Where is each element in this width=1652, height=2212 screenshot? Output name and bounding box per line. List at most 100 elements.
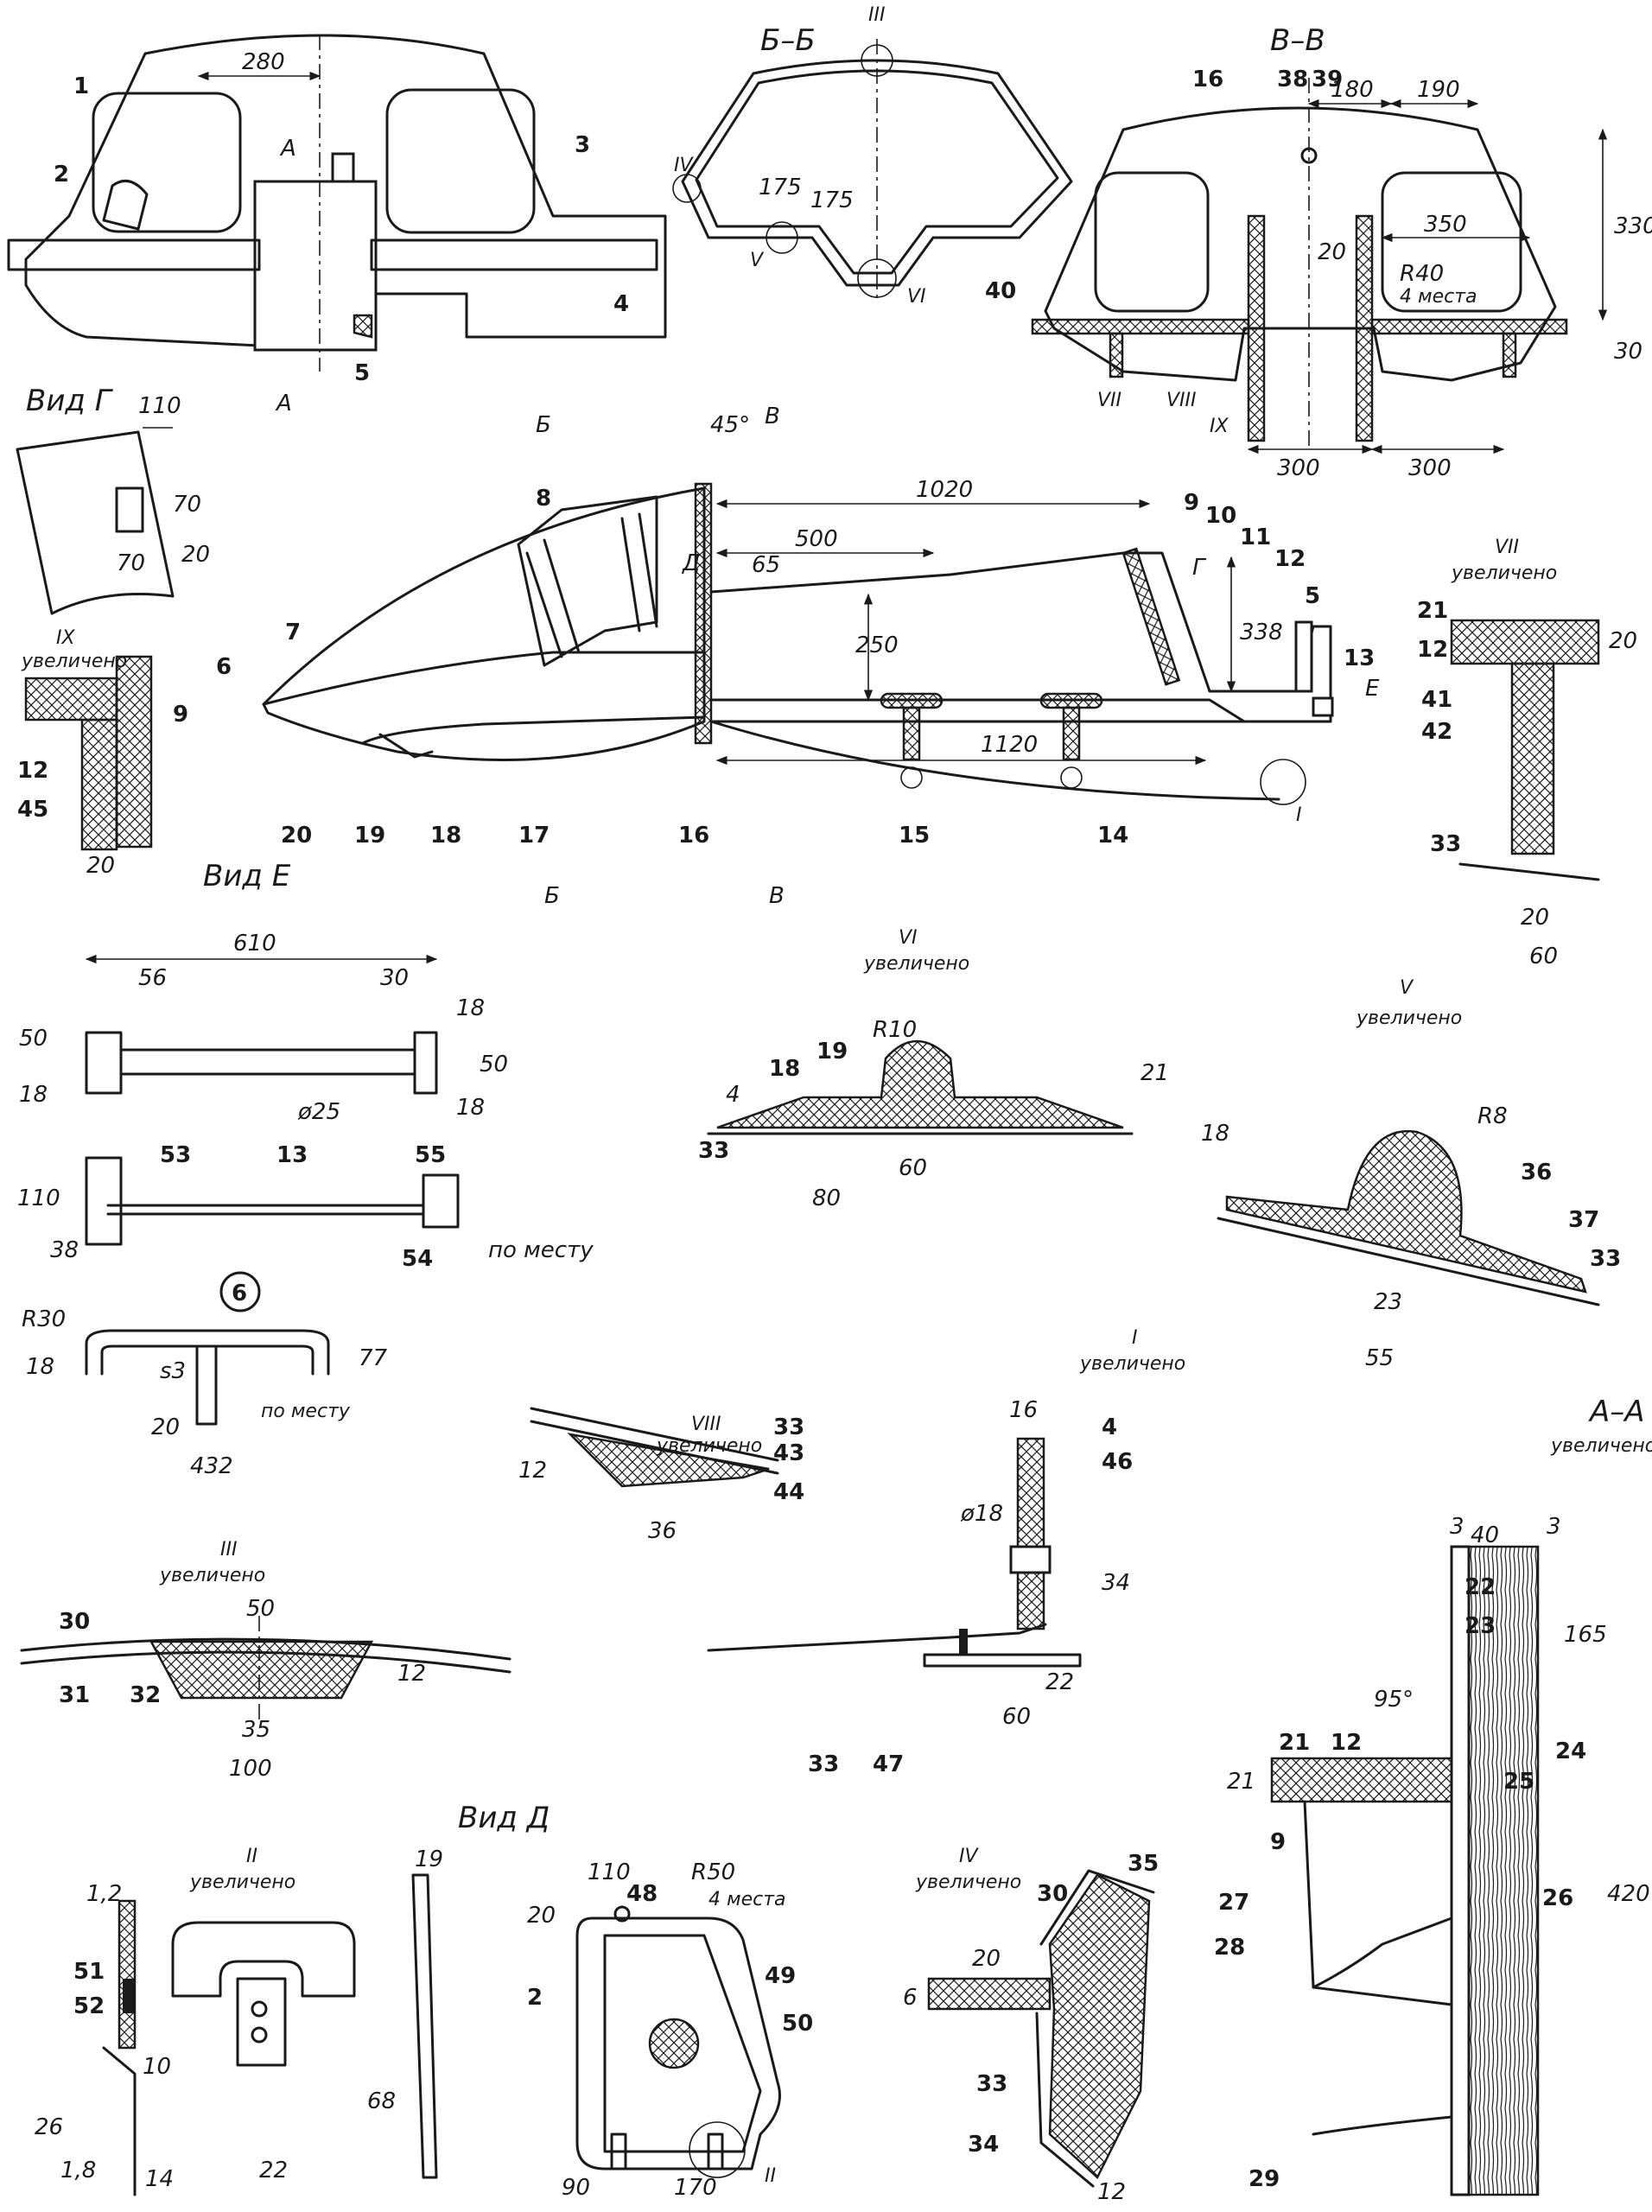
part-15: 15 [899,823,930,849]
viii-12: 12 [518,1458,547,1484]
view-d: Вид Д 19 20 110 R50 4 места 90 170 2 48 … [411,1801,813,2201]
iv-label: IV [959,1846,979,1867]
part-11: 11 [1240,524,1271,550]
detail-vi: VI увеличено R10 21 4 60 80 18 19 33 [698,927,1169,1211]
vi-part-33: 33 [698,1138,729,1164]
part-10: 10 [1205,503,1236,529]
view-g: Вид Г 110 70 70 20 [16,384,210,615]
part-14: 14 [1097,823,1128,849]
part-18-side: 18 [430,823,461,849]
e-dim-50-right: 50 [480,1052,508,1077]
part-2: 2 [54,162,69,188]
aa-enlarged: увеличено [1550,1435,1652,1457]
i-60: 60 [1002,1704,1031,1730]
vii-part-41: 41 [1421,687,1452,713]
handle-20: 20 [151,1414,180,1440]
dim-45-deg: 45° [710,412,750,438]
v-part-33: 33 [1590,1246,1621,1272]
section-aa: А–А увеличено 40 3 3 95° 165 420 21 22 2… [1214,1395,1652,2196]
i-enlarged: увеличено [1079,1353,1185,1375]
aa-95: 95° [1374,1687,1414,1713]
part-38: 38 [1277,67,1308,92]
callout-ix: IX [1210,416,1229,437]
iv-part-35: 35 [1128,1851,1159,1877]
vi-enlarged: увеличено [863,953,969,975]
cut-a-bottom: А [275,391,292,416]
iv-part-34: 34 [968,2132,999,2158]
iii-35: 35 [242,1717,270,1743]
section-bb: Б–Б III IV V VI 175 175 [672,4,1073,308]
ix-part-45: 45 [17,797,48,823]
detail-i: I увеличено 16 ø18 34 22 60 4 46 33 47 [707,1327,1185,1777]
e-dim-d25: ø25 [297,1099,340,1125]
iii-12: 12 [397,1661,426,1687]
v-label: V [1400,977,1414,999]
dim-300-a: 300 [1277,455,1320,481]
e-dim-110: 110 [17,1185,60,1211]
iii-part-32: 32 [130,1682,161,1708]
detail-ii: II увеличено 1,2 26 1,8 10 14 22 68 51 5… [35,1846,396,2196]
part-19-side: 19 [354,823,385,849]
d-part-2: 2 [527,1985,543,2011]
vi-60: 60 [899,1155,927,1181]
vi-4: 4 [726,1082,740,1108]
aa-part-23: 23 [1465,1613,1496,1639]
aa-40: 40 [1471,1522,1499,1548]
aa-21: 21 [1227,1769,1255,1795]
d-110: 110 [588,1859,631,1885]
dim-1120: 1120 [981,732,1038,758]
ii-label: II [246,1846,257,1867]
ix-part-12: 12 [17,758,48,784]
vi-21: 21 [1141,1060,1169,1086]
dim-280: 280 [242,49,285,75]
iv-part-33: 33 [976,2071,1007,2097]
part-7: 7 [285,620,301,645]
d-20: 20 [527,1903,556,1929]
part-8: 8 [536,486,551,512]
viii-36: 36 [648,1518,677,1544]
vii-dim-20a: 20 [1609,628,1637,654]
dim-300-b: 300 [1408,455,1452,481]
vii-part-33: 33 [1430,831,1461,857]
d-r50: R50 [691,1859,735,1885]
i-part-46: 46 [1102,1449,1133,1475]
part-17: 17 [518,823,550,849]
dim-70-g-b: 70 [117,550,145,576]
detail-iii: III увеличено 50 35 12 100 30 31 32 [20,1539,511,1782]
ii-10: 10 [143,2054,171,2080]
aa-part-12: 12 [1331,1730,1362,1756]
part-16-side: 16 [678,823,709,849]
dim-175-b: 175 [810,188,854,213]
callout-iv: IV [674,155,694,176]
glass-patch [102,179,149,231]
dim-180: 180 [1331,77,1374,103]
front-hatch [353,314,373,339]
d-19: 19 [415,1847,443,1872]
ii-1-8: 1,8 [60,2158,96,2183]
detail-viii: VIII увеличено 12 36 33 43 44 [518,1407,804,1544]
viii-label: VIII [691,1414,721,1435]
dim-20: 20 [1318,239,1346,265]
vii-part-12: 12 [1417,637,1448,663]
dim-30: 30 [1614,339,1642,365]
d-4-places: 4 места [708,1889,786,1910]
part-12-side: 12 [1274,546,1306,572]
i-16: 16 [1009,1397,1038,1423]
frame-section-1 [880,692,944,761]
dim-20-g: 20 [181,542,210,568]
dim-110-g: 110 [138,393,181,419]
v-r8: R8 [1477,1103,1508,1129]
right-window [385,88,536,234]
aa-part-28: 28 [1214,1935,1245,1961]
detail-iv: IV увеличено 20 6 12 35 30 33 34 [903,1846,1159,2205]
viii-part-44: 44 [773,1479,804,1505]
i-label: I [1132,1327,1138,1349]
e-dim-50-left: 50 [19,1026,48,1052]
vi-part-19: 19 [816,1039,848,1065]
dim-4-places: 4 места [1400,286,1477,308]
handle-r30: R30 [22,1306,66,1332]
i-22: 22 [1045,1669,1074,1695]
i-part-33: 33 [808,1751,839,1777]
cut-b-top: Б [536,412,551,438]
center-pipe [331,152,355,183]
